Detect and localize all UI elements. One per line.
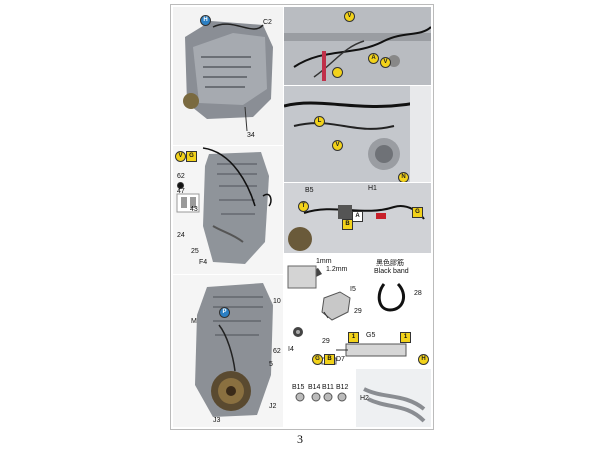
label-j2: J2 [269, 403, 277, 410]
callout-badge-a: A [368, 53, 379, 64]
callout-badge-p: P [219, 307, 230, 318]
label-b15: B15 [292, 384, 305, 391]
callout-badge-v-1: V [344, 11, 355, 22]
callout-badge-l: L [314, 116, 325, 127]
engine-photo-2 [173, 146, 283, 274]
engine-photo-1 [173, 7, 283, 145]
label-b12: B12 [336, 384, 349, 391]
callout-badge-v-2: V [380, 57, 391, 68]
label-5: 5 [269, 361, 273, 368]
callout-badge-h: H [418, 354, 429, 365]
callout-box-a: A [352, 211, 363, 222]
label-j3: J3 [213, 417, 221, 424]
label-h2: H2 [360, 395, 369, 402]
label-m: M [191, 318, 197, 325]
label-c2: C2 [263, 19, 272, 26]
photo-detail-3: B5 H1 T A B G [284, 183, 431, 253]
callout-box-1-b: 1 [400, 332, 411, 343]
callout-badge-v: V [332, 140, 343, 151]
label-28: 28 [414, 290, 422, 297]
label-43: 43 [190, 206, 198, 213]
label-1mm: 1mm [316, 258, 332, 265]
dot-marker [177, 182, 184, 189]
photo-engine-side: V G 62 47 43 24 25 F4 [173, 146, 283, 274]
callout-badge-n: N [398, 172, 409, 182]
label-25: 25 [191, 248, 199, 255]
screws-drawing [295, 369, 431, 427]
callout-badge-g: G [312, 354, 323, 365]
label-chinese-black-band: 黑色膠筋 [376, 260, 404, 267]
label-29-b: 29 [322, 338, 330, 345]
label-29-a: 29 [354, 308, 362, 315]
bottom-detail: B15 B14 B11 B12 H2 [284, 369, 431, 427]
callout-badge-plain [332, 67, 343, 78]
callout-badge-h: H [200, 15, 211, 26]
assembly-diagram: 1mm 1.2mm 黑色膠筋 Black band I5 28 29 29 I4… [284, 254, 431, 368]
callout-badge-v: V [175, 151, 186, 162]
label-1-2mm: 1.2mm [326, 266, 348, 273]
label-d7: D7 [336, 356, 345, 363]
photo-engine-front: P M 10 62 5 J2 J3 [173, 275, 283, 427]
detail-photo-1 [284, 7, 431, 85]
label-62: 62 [273, 348, 281, 355]
page-number: 3 [297, 432, 303, 446]
callout-badge-t: T [298, 201, 309, 212]
callout-box-1-a: 1 [348, 332, 359, 343]
label-g5: G5 [366, 332, 376, 339]
callout-box-b: B [324, 354, 335, 365]
callout-box-g: G [412, 207, 423, 218]
label-47: 47 [177, 188, 185, 195]
label-b14: B14 [308, 384, 321, 391]
callout-badge-g: G [186, 151, 197, 162]
engine-photo-3 [173, 275, 283, 427]
label-h1: H1 [368, 185, 377, 192]
label-black-band: Black band [374, 268, 409, 275]
label-24: 24 [177, 232, 185, 239]
diagram-drawing [287, 265, 407, 365]
label-b11: B11 [322, 384, 334, 391]
label-b5: B5 [305, 187, 314, 194]
instruction-sheet: H C2 34 V G 62 47 43 24 25 F4 [170, 4, 434, 430]
detail-photo-3 [284, 183, 431, 253]
detail-photo-2 [284, 86, 431, 182]
label-i4: I4 [288, 346, 294, 353]
photo-detail-2: L V N [284, 86, 431, 182]
label-10: 10 [273, 298, 281, 305]
label-i5: I5 [350, 286, 356, 293]
photo-engine-top: H C2 34 [173, 7, 283, 145]
label-f4: F4 [199, 259, 208, 266]
callout-box-b: B [342, 219, 353, 230]
label-62: 62 [177, 173, 185, 180]
photo-detail-1: V A V [284, 7, 431, 85]
label-34: 34 [247, 132, 255, 139]
